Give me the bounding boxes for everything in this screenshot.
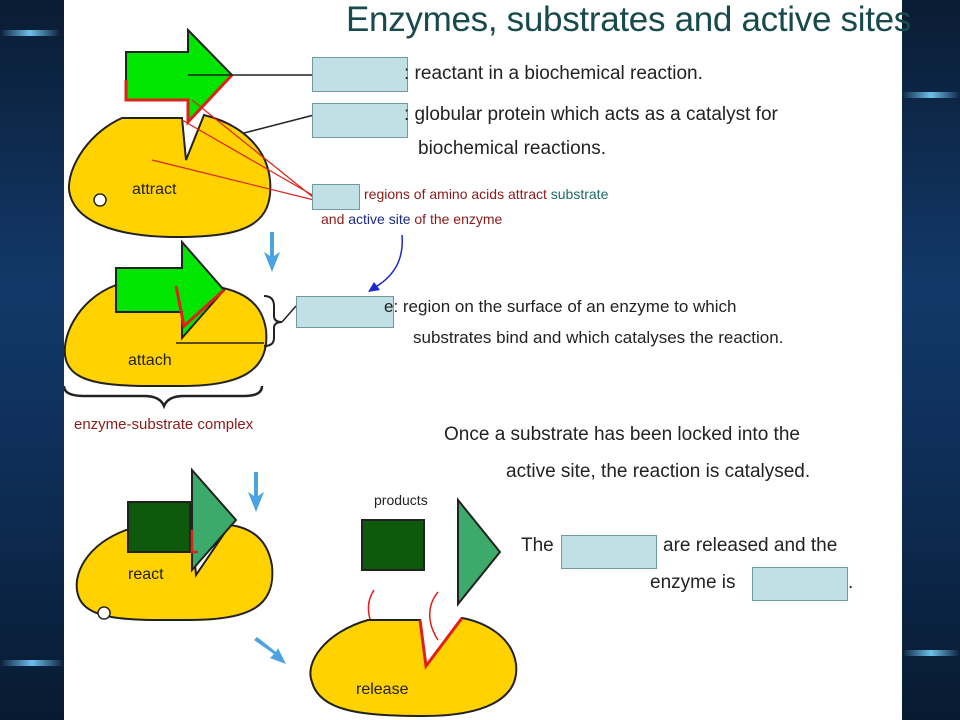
background-right bbox=[902, 0, 960, 720]
blank-unchanged bbox=[752, 567, 848, 601]
enzyme-definition-line1: : globular protein which acts as a catal… bbox=[404, 104, 778, 125]
flow-arrow-down bbox=[248, 472, 264, 512]
products-released bbox=[361, 497, 502, 607]
label-attach: attach bbox=[128, 352, 172, 369]
background-streak bbox=[0, 30, 60, 36]
background-streak bbox=[902, 650, 960, 656]
attract-note-line1: regions of amino acids attract substrate bbox=[364, 186, 608, 202]
attract-note-text: regions of amino acids attract bbox=[364, 186, 547, 202]
active-site-definition-line1: e: region on the surface of an enzyme to… bbox=[384, 297, 737, 316]
substrate-definition: : reactant in a biochemical reaction. bbox=[404, 63, 703, 84]
summary-line3-start: The bbox=[521, 535, 554, 556]
summary-line4-end: . bbox=[848, 572, 854, 593]
summary-line4-start: enzyme is bbox=[650, 572, 736, 593]
attract-note-active-site: active site bbox=[348, 211, 411, 227]
flow-arrow-diagonal bbox=[254, 637, 286, 664]
summary-line2: active site, the reaction is catalysed. bbox=[506, 461, 811, 482]
product-react bbox=[127, 467, 238, 573]
enzyme-definition-line2: biochemical reactions. bbox=[418, 138, 606, 159]
diagram-graphics bbox=[64, 27, 518, 718]
substrate-attract bbox=[124, 27, 234, 126]
attract-note-and: and bbox=[321, 211, 345, 227]
slide-title: Enzymes, substrates and active sites bbox=[346, 0, 912, 39]
label-react: react bbox=[128, 566, 164, 583]
background-streak bbox=[902, 92, 960, 98]
label-attract: attract bbox=[132, 181, 177, 198]
label-complex: enzyme-substrate complex bbox=[74, 416, 254, 433]
background-streak bbox=[0, 660, 64, 666]
slide: Enzymes, substrates and active sites : r… bbox=[64, 0, 912, 720]
enzyme-attract bbox=[68, 113, 272, 239]
attract-note-line2: and active site of the enzyme bbox=[321, 211, 502, 227]
summary-line1: Once a substrate has been locked into th… bbox=[444, 424, 800, 445]
active-site-definition-line2: substrates bind and which catalyses the … bbox=[413, 328, 784, 347]
label-products: products bbox=[374, 492, 428, 508]
blank-products bbox=[561, 535, 657, 569]
substrate-attach bbox=[115, 239, 226, 341]
blank-substrate bbox=[312, 57, 408, 92]
flow-arrow-down bbox=[264, 232, 280, 272]
enzyme-react bbox=[75, 523, 274, 622]
label-release: release bbox=[356, 681, 409, 698]
attract-note-substrate: substrate bbox=[550, 186, 609, 202]
summary-line3-end: are released and the bbox=[663, 535, 838, 556]
blank-attract bbox=[312, 184, 360, 210]
attract-note-enzyme: of the enzyme bbox=[414, 211, 503, 227]
blank-active-site bbox=[296, 296, 394, 328]
blank-enzyme bbox=[312, 103, 408, 138]
enzyme-release bbox=[309, 616, 518, 718]
background-left bbox=[0, 0, 64, 720]
